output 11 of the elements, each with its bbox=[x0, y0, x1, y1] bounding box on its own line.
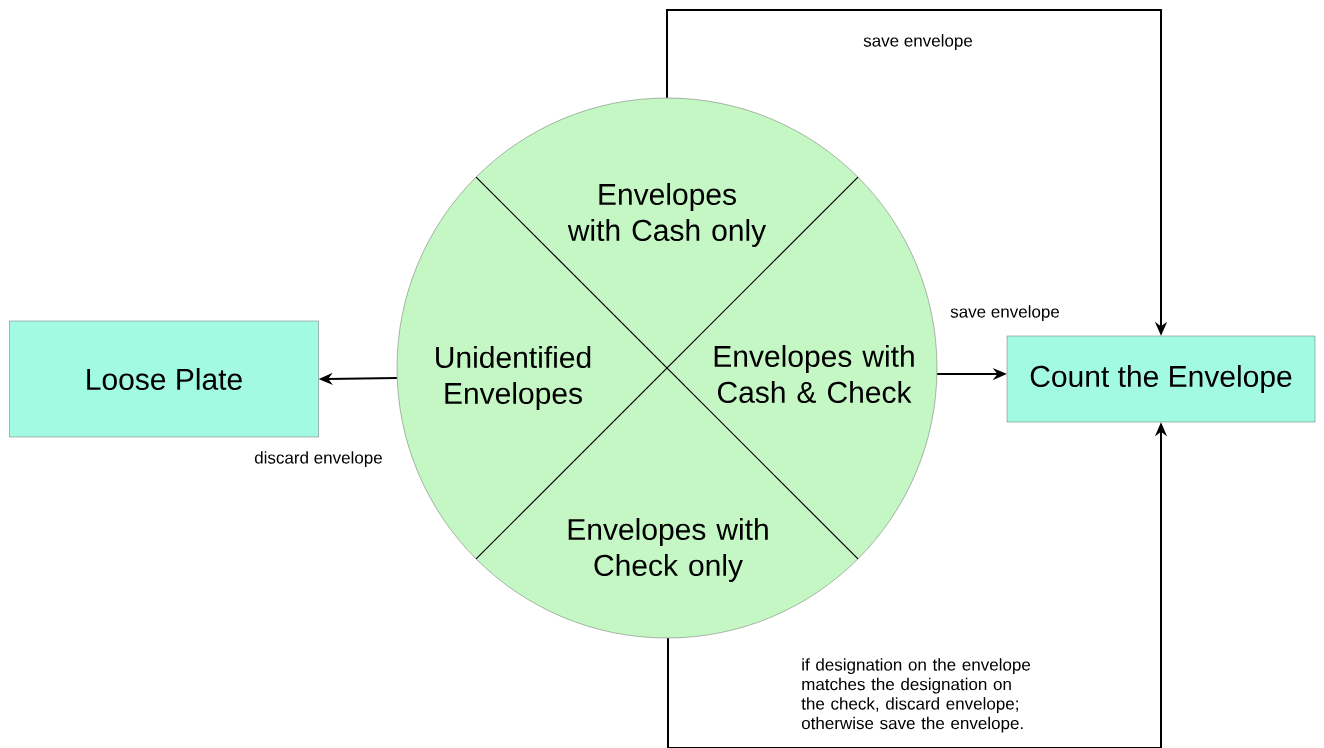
sector-label: Unidentified Envelopes bbox=[436, 346, 591, 410]
sector-label: Envelopes with Cash only bbox=[567, 183, 767, 247]
sector-label: Envelopes with Check only bbox=[568, 518, 768, 582]
process-box: Loose Plate bbox=[9, 320, 319, 438]
edge-label: save envelope bbox=[863, 34, 973, 51]
circle-diagram bbox=[396, 97, 938, 639]
edge-label: discard envelope bbox=[254, 451, 382, 468]
process-box: Count the Envelope bbox=[1006, 335, 1316, 423]
edge-label: save envelope bbox=[950, 305, 1060, 322]
sector-label: Envelopes with Cash & Check bbox=[714, 345, 914, 404]
edge-label: if designation on the envelope matches the designation on the check, discard envelope; otherwise save the envelope. bbox=[801, 658, 1031, 733]
